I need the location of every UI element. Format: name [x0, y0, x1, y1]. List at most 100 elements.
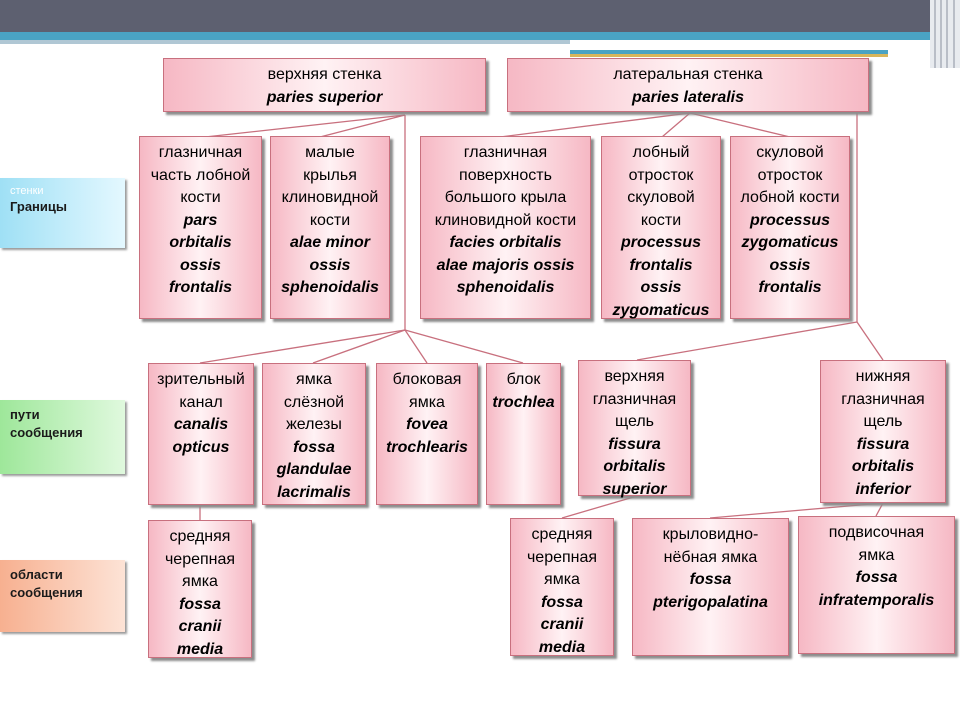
- region-ru-line: нёбная ямка: [663, 548, 758, 566]
- bone-ru-line: лобной кости: [740, 189, 840, 206]
- region-box: крыловидно- нёбная ямка fossa pterigopal…: [632, 518, 789, 656]
- bone-ru-line: большого крыла: [444, 189, 567, 206]
- region-lat-line: cranii: [540, 616, 584, 633]
- region-ru-line: черепная: [164, 550, 236, 568]
- corner-decoration: [930, 0, 960, 68]
- path-box: зрительный канал canalis opticus: [148, 363, 254, 505]
- region-lat-line: cranii: [178, 618, 222, 635]
- region-ru-line: черепная: [526, 548, 598, 566]
- bone-box: малые крылья клиновидной кости alae mino…: [270, 136, 390, 319]
- path-box: блок trochlea: [486, 363, 561, 505]
- path-ru-line: нижняя: [855, 368, 911, 385]
- wall-box-superior: верхняя стенка paries superior: [163, 58, 486, 112]
- bone-lat-line: frontalis: [758, 279, 822, 296]
- bone-lat-line: ossis: [769, 256, 811, 274]
- path-ru-line: ямка: [409, 393, 445, 411]
- region-box: подвисочная ямка fossa infratemporalis: [798, 516, 955, 654]
- path-box: ямка слёзной железы fossa glandulae lacr…: [262, 363, 366, 505]
- bone-ru-line: отросток: [757, 166, 823, 184]
- bone-ru-line: крылья: [303, 166, 357, 184]
- region-ru-line: ямка: [544, 571, 580, 588]
- wall-superior-ru: верхняя стенка: [267, 66, 382, 83]
- title-bar: [0, 0, 960, 32]
- bone-lat-line: ossis: [180, 256, 221, 274]
- bone-ru-line: скуловой: [627, 189, 695, 206]
- region-box: средняя черепная ямка fossa cranii media: [510, 518, 614, 656]
- bone-lat-line: sphenoidalis: [456, 279, 555, 296]
- region-ru-line: ямка: [182, 573, 218, 590]
- path-box: блоковая ямка fovea trochlearis: [376, 363, 478, 505]
- side-label-regions-line2: сообщения: [10, 585, 83, 600]
- bone-lat-line: pars: [183, 211, 218, 229]
- region-ru-line: крыловидно-: [662, 526, 759, 543]
- side-label-walls-main: Границы: [10, 199, 67, 214]
- path-ru-line: глазничная: [841, 390, 925, 408]
- side-label-paths-line1: пути: [10, 407, 40, 422]
- bone-box: глазничная часть лобной кости pars orbit…: [139, 136, 262, 319]
- path-ru-line: зрительный: [157, 371, 245, 388]
- side-label-paths: пути сообщения: [0, 400, 125, 474]
- region-lat-line: infratemporalis: [818, 591, 935, 609]
- path-lat-line: superior: [602, 480, 667, 498]
- bone-lat-line: sphenoidalis: [281, 279, 379, 296]
- path-ru-line: ямка: [296, 371, 332, 388]
- path-lat-line: canalis: [173, 416, 229, 433]
- path-box: верхняя глазничная щель fissura orbitali…: [578, 360, 691, 498]
- bone-ru-line: кости: [309, 211, 351, 229]
- region-ru-line: средняя: [531, 526, 593, 543]
- bone-ru-line: глазничная: [158, 144, 243, 161]
- region-lat-line: fossa: [855, 569, 898, 586]
- side-label-borders: стенки Границы: [0, 178, 125, 248]
- region-lat-line: pterigopalatina: [653, 593, 768, 611]
- side-label-regions: области сообщения: [0, 560, 125, 632]
- bone-ru-line: поверхность: [459, 166, 552, 184]
- path-lat-line: inferior: [855, 480, 911, 498]
- region-lat-line: fossa: [541, 593, 583, 611]
- path-lat-line: lacrimalis: [277, 483, 351, 501]
- bone-lat-line: alae minor: [289, 234, 371, 251]
- path-lat-line: fissura: [608, 435, 661, 453]
- side-label-regions-line1: области: [10, 567, 63, 582]
- bone-ru-line: клиновидной кости: [434, 211, 577, 229]
- bone-lat-line: ossis: [640, 279, 682, 296]
- bone-box: лобный отросток скуловой кости processus…: [601, 136, 721, 319]
- path-lat-line: fossa: [293, 438, 335, 456]
- path-lat-line: orbitalis: [851, 458, 915, 475]
- path-lat-line: glandulae: [276, 461, 352, 478]
- bone-ru-line: кости: [640, 211, 682, 229]
- bone-ru-line: отросток: [628, 166, 694, 184]
- region-ru-line: подвисочная: [828, 524, 925, 541]
- accent-stripe-short: [570, 50, 888, 54]
- path-ru-line: щель: [614, 413, 655, 430]
- bone-lat-line: alae majoris ossis: [436, 256, 575, 274]
- wall-lateralis-lat: paries lateralis: [631, 88, 745, 106]
- bone-lat-line: processus: [749, 211, 831, 229]
- region-ru-line: средняя: [169, 528, 231, 545]
- bone-lat-line: frontalis: [168, 279, 233, 296]
- path-ru-line: канал: [179, 393, 223, 411]
- path-ru-line: верхняя: [604, 368, 665, 385]
- bone-lat-line: ossis: [309, 256, 351, 274]
- region-lat-line: media: [176, 640, 224, 658]
- bone-ru-line: лобный: [632, 144, 690, 161]
- accent-stripe-gold: [570, 54, 888, 57]
- side-label-paths-line2: сообщения: [10, 425, 83, 440]
- bone-box: глазничная поверхность большого крыла кл…: [420, 136, 591, 319]
- bone-lat-line: zygomaticus: [741, 234, 839, 251]
- region-lat-line: fossa: [689, 571, 732, 588]
- wall-superior-lat: paries superior: [266, 88, 383, 106]
- path-ru-line: щель: [863, 413, 903, 430]
- path-ru-line: глазничная: [592, 390, 677, 408]
- region-lat-line: media: [538, 638, 586, 656]
- side-label-walls-faint: стенки: [10, 185, 44, 197]
- region-ru-line: ямка: [858, 546, 895, 564]
- bone-lat-line: facies orbitalis: [449, 234, 562, 251]
- bone-ru-line: часть лобной: [150, 166, 251, 184]
- bone-ru-line: глазничная: [463, 144, 548, 161]
- bone-lat-line: orbitalis: [169, 234, 232, 251]
- bone-ru-line: малые: [305, 144, 355, 161]
- bone-ru-line: кости: [180, 189, 221, 206]
- region-box: средняя черепная ямка fossa cranii media: [148, 520, 252, 658]
- path-ru-line: железы: [286, 416, 342, 433]
